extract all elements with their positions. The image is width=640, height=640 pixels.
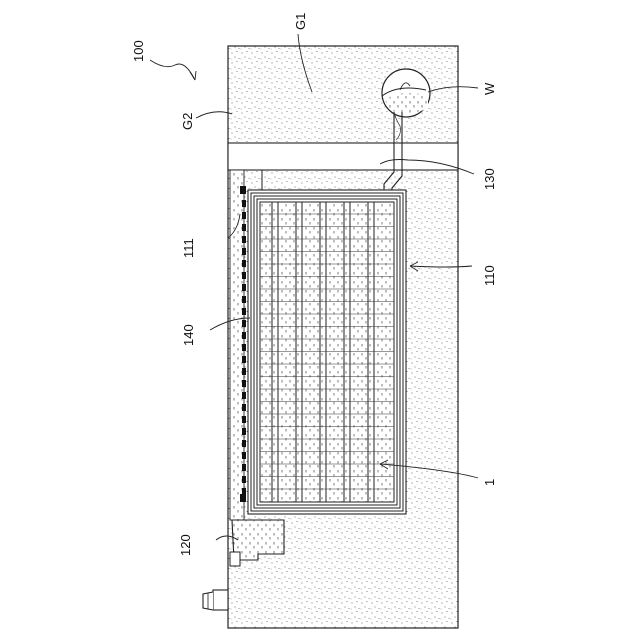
water-source-circle xyxy=(382,69,430,117)
label-insulation-sheet: 111 xyxy=(181,238,196,258)
label-panel: 140 xyxy=(181,324,196,346)
label-module: 1 xyxy=(482,479,497,486)
label-enclosure: 110 xyxy=(482,265,497,286)
ground-gap-band xyxy=(228,143,458,170)
label-ground-2: G2 xyxy=(180,113,195,130)
label-system: 100 xyxy=(131,40,146,62)
label-ground-1: G1 xyxy=(293,13,308,30)
label-drain: 120 xyxy=(178,534,193,556)
nozzle-icon xyxy=(203,590,228,610)
side-channel xyxy=(230,170,244,520)
label-water: W xyxy=(482,82,497,95)
label-pipe: 130 xyxy=(482,168,497,190)
module-core xyxy=(260,202,394,502)
